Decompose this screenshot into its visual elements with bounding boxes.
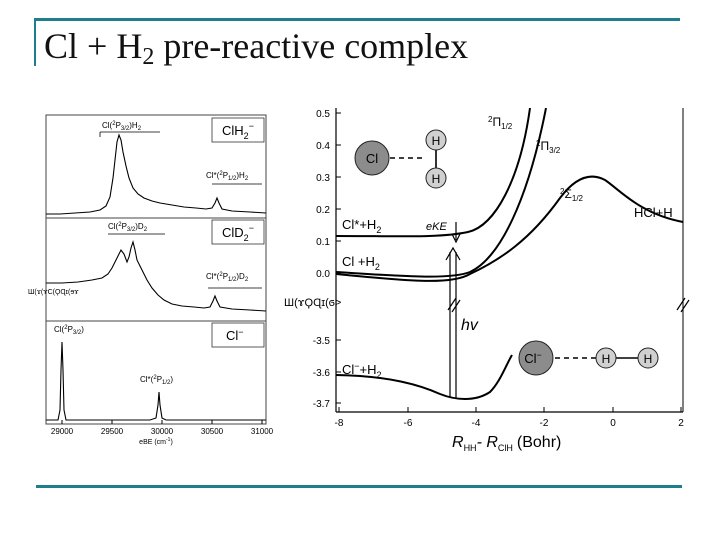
label-eke: eKE [426,221,447,233]
label-hv: hv [461,317,479,334]
atom-h-label: H [432,134,441,148]
curve-anion [336,354,513,400]
curve-pi-3-2 [336,108,547,278]
potential-ytick: -3.6 [313,368,331,379]
atom-h-anion-right [637,347,659,369]
potential-xticks: -8 -6 -4 -2 0 2 [335,407,684,429]
panel-badge-cl-text: Cl− [226,327,244,343]
title-main: Cl + H [44,26,143,66]
potential-xtick: 2 [678,418,684,429]
atom-h-neutral-top [425,129,447,151]
panel-badge-clh2 [211,117,265,143]
spectrum-panel-cl-frame [45,320,267,425]
label-cl-star-h2: Cl*+H2 [342,217,381,235]
potential-xlabel: RHH- RClH(Bohr) [452,434,561,453]
panel-badge-cld2-text: ClD2− [222,223,254,243]
atom-h-label: H [602,352,611,366]
potential-xtick: -2 [540,418,549,429]
spectrum-panel-cl-labels: Cl(2P3/2) Cl− Cl*(2P1/2) [54,322,265,386]
footer-rule [36,485,682,488]
atom-cl-anion [518,340,554,376]
spectrum-panel-cld2-labels: Cl(2P3/2)D2 ClD2− Cl*(2P1/2)D2 [108,219,265,289]
label-anion-h2: Cl−+H2 [342,361,382,380]
potential-ytick: -3.7 [313,399,331,410]
curve-pi-1-2 [336,108,531,238]
potential-ytick: 0.5 [316,109,330,120]
spectra-xtick: 29000 [51,427,74,436]
potential-ylabel: Ш(ɤϘɊɪ(ϭ> [284,297,341,309]
peak-label-excited-cld2: Cl*(2P1/2)D2 [206,272,249,283]
spectra-xtick: 31000 [251,427,274,436]
spectra-xlabel: eBE (cm-1) [139,437,173,446]
atom-cl-neutral [354,140,390,176]
curve-sigma-1-2 [336,175,684,282]
state-labels: 2Π1/2 2Π3/2 2Σ1/2 HCl+H Cl*+H2 Cl +H2 Cl… [342,115,673,380]
label-cl-h2: Cl +H2 [342,254,380,272]
peak-label-ground-clh2: Cl(2P3/2)H2 [102,121,142,132]
potential-xtick: 0 [610,418,616,429]
atom-cl-anion-label: Cl− [524,350,542,366]
potential-xtick: -4 [472,418,481,429]
atom-h-neutral-bottom [425,167,447,189]
peak-label-ground-cl: Cl(2P3/2) [54,325,84,336]
title-rest: pre-reactive complex [154,26,469,66]
spectrum-trace-cld2 [46,240,266,312]
potential-ytick: 0.0 [316,269,330,280]
potential-ytick: 0.4 [316,141,330,152]
title-rule-left [34,18,36,66]
potential-yticks: 0.5 0.4 0.3 0.2 0.1 0.0 -3.5 -3.6 -3.7 [313,109,341,410]
spectra-ylabel: Ш(ϫ(ɤϹ(ϘɊɪ(ɘɤ [28,289,79,296]
label-pi-3-2: 2Π3/2 [536,139,561,155]
inset-anion-complex: Cl− H H [518,340,659,376]
panel-badge-cld2 [211,219,265,245]
peak-label-excited-clh2: Cl*(2P1/2)H2 [206,171,249,182]
spectra-xtick: 29500 [101,427,124,436]
atom-h-anion-left [595,347,617,369]
label-products: HCl+H [634,205,673,220]
label-sigma-1-2: 2Σ1/2 [560,187,584,203]
potential-ytick: 0.1 [316,237,330,248]
panel-badge-clh2-text: ClH2− [222,121,254,141]
potential-ytick: 0.2 [316,205,330,216]
axis-break-marks [447,297,690,313]
atom-h-label: H [432,172,441,186]
title-rule-top [36,18,680,21]
peak-label-excited-cl: Cl*(2P1/2) [140,375,173,386]
slide-title: Cl + H2 pre-reactive complex [44,24,468,79]
label-pi-1-2: 2Π1/2 [488,115,513,131]
spectra-x-axis: 29000 29500 30000 30500 31000 eBE (cm-1) [51,420,274,446]
spectrum-trace-cl [46,341,266,421]
spectrum-panel-clh2-labels: Cl(2P3/2)H2 ClH2− Cl*(2P1/2)H2 [99,117,265,185]
potential-xtick: -8 [335,418,344,429]
potential-ytick: 0.3 [316,173,330,184]
atom-h-label: H [644,352,653,366]
potential-figure: 0.5 0.4 0.3 0.2 0.1 0.0 -3.5 -3.6 -3.7 Ш… [284,108,690,453]
spectra-figure: Cl(2P3/2)H2 ClH2− Cl*(2P1/2)H2 Cl(2P3/2)… [28,114,274,446]
inset-neutral-complex: Cl H H [354,129,447,189]
title-subscript: 2 [142,44,155,70]
peak-label-ground-cld2: Cl(2P3/2)D2 [108,222,148,233]
atom-cl-neutral-label: Cl [366,151,378,166]
potential-ytick: -3.5 [313,336,331,347]
spectra-xtick: 30500 [201,427,224,436]
spectrum-trace-clh2 [46,133,266,215]
transition-arrows [445,222,461,398]
spectra-xtick: 30000 [151,427,174,436]
potential-xtick: -6 [404,418,413,429]
panel-badge-cl [211,322,265,348]
